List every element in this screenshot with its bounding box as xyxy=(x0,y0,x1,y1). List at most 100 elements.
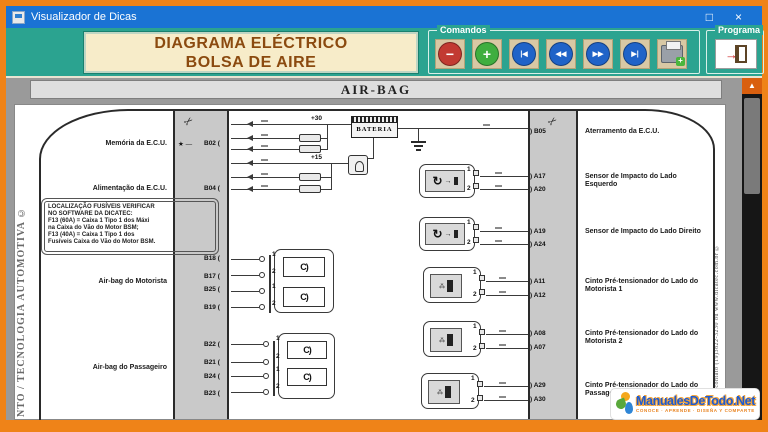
titlebar: Visualizador de Dicas □ × xyxy=(6,6,762,28)
pretensioner-motorista2: ⁂ xyxy=(423,321,481,357)
pin-number: 1 xyxy=(471,375,475,382)
vertical-scrollbar[interactable]: ▲ xyxy=(742,78,762,420)
wire xyxy=(486,281,528,282)
pin-b25: B25 xyxy=(204,286,220,293)
wire-code xyxy=(499,382,506,384)
fuse-note-line5: F13 (40A) = Caixa 1 Tipo 1 dos xyxy=(48,232,135,238)
connector-rail xyxy=(269,255,271,313)
squib-2: C) xyxy=(283,287,325,307)
pin-a17: A17 xyxy=(530,173,546,180)
first-button[interactable]: |◀ xyxy=(509,39,539,69)
pin-a12: A12 xyxy=(530,292,546,299)
fuse-note-line1: LOCALIZAÇÃO FUSÍVEIS VERIFICAR xyxy=(48,204,155,210)
label-cinto-motorista1: Cinto Pré-tensionador do Lado do Motoris… xyxy=(585,278,699,293)
wire xyxy=(231,259,259,260)
battery-label: BATERIA xyxy=(356,126,393,133)
pin-a11: A11 xyxy=(530,278,546,285)
pin-a08: A08 xyxy=(530,330,546,337)
logo-tagline: CONOCE · APRENDE · DISEÑA Y COMPARTE xyxy=(636,408,755,413)
wire xyxy=(480,231,528,232)
door-icon xyxy=(735,45,747,63)
next-button[interactable]: ▶▶ xyxy=(583,39,613,69)
left-margin-watermark: NTO / TECNOLOGIA AUTOMOTIVA © xyxy=(16,206,27,417)
wire xyxy=(480,244,528,245)
last-button[interactable]: ▶| xyxy=(620,39,650,69)
wire-code xyxy=(499,344,506,346)
pin-number: 1 xyxy=(276,335,280,342)
window-title: Visualizador de Dicas xyxy=(31,11,137,23)
squib-1: C) xyxy=(283,257,325,277)
scroll-up-button[interactable]: ▲ xyxy=(742,78,762,94)
zoom-in-button[interactable]: + xyxy=(472,39,502,69)
connector-tab xyxy=(473,237,479,243)
connector-tab xyxy=(477,381,483,387)
squib-3: C) xyxy=(287,341,327,359)
comandos-group: Comandos − + |◀ ◀◀ ▶▶ ▶| xyxy=(428,25,700,74)
logo-icon xyxy=(614,392,633,416)
scrollbar-thumb[interactable] xyxy=(744,98,760,194)
wire-code xyxy=(499,396,506,398)
pin-a07: A07 xyxy=(530,344,546,351)
close-button[interactable]: × xyxy=(734,10,742,24)
plus30-label: +30 xyxy=(311,115,323,122)
connector-icon xyxy=(263,373,269,379)
diagram-title-bar: AIR-BAG xyxy=(30,80,722,99)
diagram-frame xyxy=(39,109,715,420)
first-icon: |◀ xyxy=(512,42,536,66)
pin-number: 1 xyxy=(473,269,477,276)
connector-icon xyxy=(263,359,269,365)
wire xyxy=(486,348,528,349)
pin-b24: B24 xyxy=(204,373,220,380)
manualesdetodo-logo: ManualesDeTodo.Net CONOCE · APRENDE · DI… xyxy=(611,389,759,419)
maximize-button[interactable]: □ xyxy=(705,10,713,24)
pin-number: 1 xyxy=(276,366,280,373)
pin-number: 1 xyxy=(467,166,471,173)
pin-b21: B21 xyxy=(204,359,220,366)
wire-code xyxy=(499,330,506,332)
connector-tab xyxy=(473,170,479,176)
app-icon xyxy=(12,10,25,24)
zoom-out-button[interactable]: − xyxy=(435,39,465,69)
print-button[interactable] xyxy=(657,39,687,69)
ignition-switch-icon xyxy=(348,155,368,175)
label-sensor-esquerdo: Sensor de Impacto do Lado Esquerdo xyxy=(585,173,677,188)
previous-button[interactable]: ◀◀ xyxy=(546,39,576,69)
pretensioner-icon xyxy=(447,280,453,292)
exit-button[interactable]: → xyxy=(715,39,757,69)
pin-b05: B05 xyxy=(530,128,546,135)
label-alimentacao-ecu: Alimentação da E.C.U. xyxy=(92,185,167,192)
ground-icon xyxy=(414,145,423,147)
plug-arrow-icon: → xyxy=(444,230,452,238)
impact-sensor-left: ↻ → xyxy=(419,164,475,198)
pin-number: 2 xyxy=(467,239,471,246)
rotation-icon: ↻ xyxy=(432,174,443,188)
pin-a20: A20 xyxy=(530,186,546,193)
pretensioner-icon xyxy=(445,386,451,398)
connector-tab xyxy=(479,275,485,281)
connector-icon xyxy=(263,389,269,395)
wire-code xyxy=(261,185,268,187)
connector-rail xyxy=(273,341,275,396)
pin-a30: A30 xyxy=(530,396,546,403)
wire xyxy=(368,158,374,159)
spark-icon: ⁂ xyxy=(439,337,445,344)
impact-sensor-right: ↻ → xyxy=(419,217,475,251)
page-title-line2: BOLSA DE AIRE xyxy=(185,54,317,71)
programa-label: Programa xyxy=(715,25,764,35)
wire xyxy=(327,124,328,150)
wire-code xyxy=(261,120,268,122)
wire xyxy=(484,400,528,401)
squib-icon: C) xyxy=(300,262,308,272)
arrow-icon xyxy=(247,121,253,127)
arrow-icon xyxy=(247,174,253,180)
pin-b23: B23 xyxy=(204,390,220,397)
page-title: DIAGRAMA ELÉCTRICO BOLSA DE AIRE xyxy=(84,32,418,73)
plus-icon: + xyxy=(475,42,499,66)
wire xyxy=(231,124,351,125)
wire xyxy=(486,295,528,296)
label-airbag-motorista: Air-bag do Motorista xyxy=(98,278,167,285)
wire-code xyxy=(495,185,502,187)
arrow-icon xyxy=(247,146,253,152)
pin-number: 2 xyxy=(272,268,276,275)
pin-number: 2 xyxy=(473,291,477,298)
